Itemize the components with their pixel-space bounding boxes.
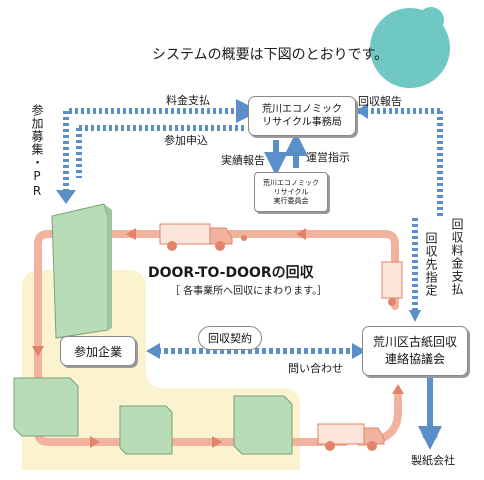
truck-right xyxy=(381,261,403,306)
operation-instruction-label: 運営指示 xyxy=(306,151,350,164)
header-caption: システムの概要は下図のとおりです。 xyxy=(152,47,389,63)
paper-company-label: 製紙会社 xyxy=(411,454,455,467)
council-node: 荒川区古紙回収 連絡協議会 xyxy=(362,326,468,376)
destination-spec-label: 回収先指定 xyxy=(424,232,438,297)
contract-label: 回収契約 xyxy=(198,326,262,350)
collection-fee-payment-label: 回収料金支払 xyxy=(450,218,464,296)
truck-bottom xyxy=(317,423,385,451)
building-lower-left xyxy=(13,377,79,437)
building-bottom-right xyxy=(233,395,293,455)
decor-bubble-small xyxy=(418,7,444,33)
companies-node: 参加企業 xyxy=(60,336,136,366)
office-node: 荒川エコノミック リサイクル事務局 xyxy=(248,96,356,136)
building-bottom-middle xyxy=(119,405,173,455)
collection-report-label: 回収報告 xyxy=(358,95,402,108)
inquiry-label: 問い合わせ xyxy=(288,362,343,375)
apply-label: 参加申込 xyxy=(164,134,208,147)
building-tall xyxy=(51,203,112,339)
flow-dashed-lines xyxy=(63,108,443,312)
committee-node: 荒川エコノミック リサイクル 実行委員会 xyxy=(254,172,328,212)
flow-arrowheads xyxy=(56,103,438,446)
loop-arrowheads xyxy=(32,228,404,448)
door-to-door-title: DOOR-TO-DOORの回収 xyxy=(148,265,314,281)
truck-top xyxy=(159,223,247,251)
door-to-door-subtitle: ［ 各事業所へ回収にまわります。］ xyxy=(170,286,328,297)
recruit-pr-label: 参加募集・PR xyxy=(30,104,44,199)
results-report-label: 実績報告 xyxy=(221,154,265,167)
fee-payment-label: 料金支払 xyxy=(166,94,210,107)
